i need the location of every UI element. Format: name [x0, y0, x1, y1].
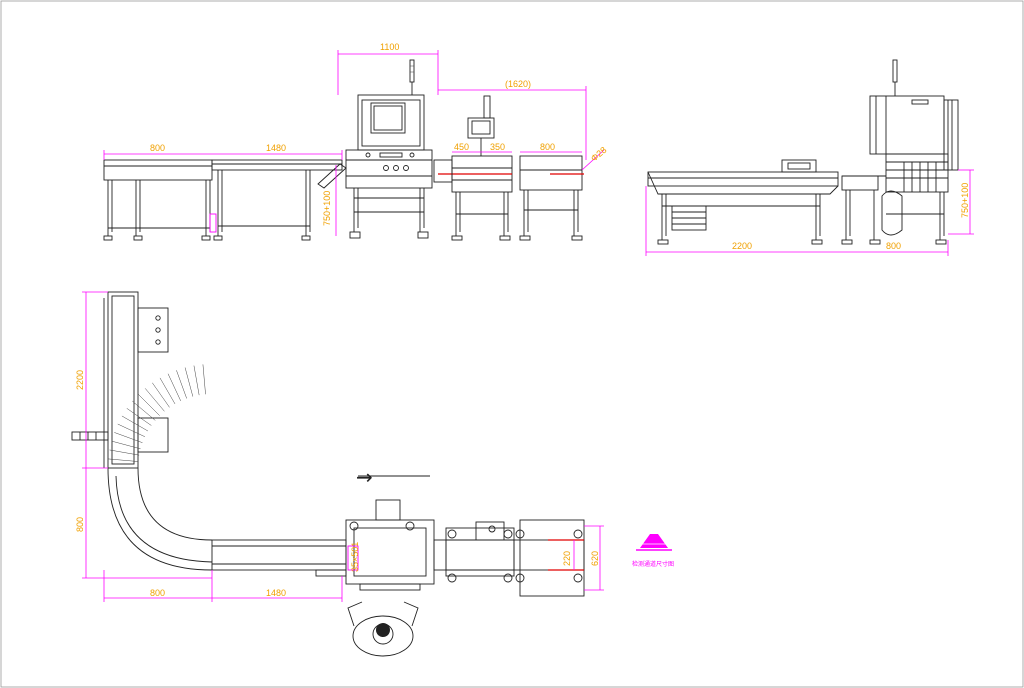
plan-tunnel-label: 35×501 — [350, 542, 360, 572]
dim-xray-depth: 800 — [886, 241, 901, 251]
xray-machine-plan: 35×501 — [345, 499, 447, 591]
curve-roller — [184, 367, 194, 397]
curve-roller — [176, 370, 187, 399]
curve-roller — [193, 365, 200, 396]
dim-straight-conveyor: 1480 — [266, 588, 286, 598]
curve-roller — [111, 440, 141, 450]
operator-icon — [347, 601, 419, 657]
dim-conveyor-top: 1480 — [266, 143, 286, 153]
left-table — [103, 159, 213, 241]
curved-conveyor-plan — [107, 364, 213, 571]
checkweigher-front — [433, 95, 513, 241]
curve-roller — [109, 449, 140, 456]
dim-curve-height: 800 — [75, 517, 85, 532]
straight-conveyor-plan — [211, 539, 347, 577]
curve-roller — [114, 432, 143, 443]
dim-vertical-conveyor: 2200 — [75, 370, 85, 390]
reject-table-plan — [513, 519, 585, 597]
dim-long-conveyor: 2200 — [732, 241, 752, 251]
reject-table-front — [519, 155, 584, 241]
dim-xray-width: 1100 — [380, 42, 399, 52]
curve-roller — [117, 423, 146, 437]
curve-roller — [108, 458, 139, 462]
dim-checker-span: (1620) — [505, 79, 531, 89]
legend-caption: 检测通道尺寸图 — [632, 560, 674, 568]
dim-reject-width-b: 620 — [590, 551, 600, 566]
curve-roller — [132, 400, 156, 421]
flow-direction-arrow: → — [356, 465, 373, 489]
dim-height-right: 750+100 — [960, 183, 970, 218]
curve-roller — [126, 408, 152, 426]
long-conveyor-side — [647, 159, 839, 245]
curve-roller — [121, 415, 149, 432]
curve-roller — [144, 388, 165, 412]
dim-reject-table: 800 — [540, 142, 555, 152]
dim-angle-mark: Φ28 — [589, 145, 609, 164]
curve-roller — [159, 377, 176, 405]
front-conveyor — [209, 159, 347, 241]
dim-checker-b: 350 — [490, 142, 505, 152]
checkweigher-plan — [445, 521, 515, 583]
vertical-conveyor-plan — [71, 291, 169, 469]
dim-reject-width-a: 220 — [562, 551, 572, 566]
curve-roller — [202, 364, 206, 395]
plan-view: 35×501 — [71, 291, 604, 657]
side-view: 2200 800 750+100 — [645, 59, 974, 256]
xray-machine-front — [345, 59, 433, 239]
dim-height-left: 750+100 — [322, 191, 332, 226]
front-view: 1100 (1620) 800 1480 750+100 450 350 800… — [103, 42, 609, 241]
xray-machine-side — [841, 59, 959, 245]
dim-curve-width: 800 — [150, 588, 165, 598]
curve-roller — [138, 394, 160, 416]
dim-checker-a: 450 — [454, 142, 469, 152]
dim-table-left: 800 — [150, 143, 165, 153]
curve-roller — [167, 373, 181, 402]
curve-roller — [152, 382, 170, 408]
channel-size-legend: 检测通道尺寸图 — [632, 534, 674, 568]
